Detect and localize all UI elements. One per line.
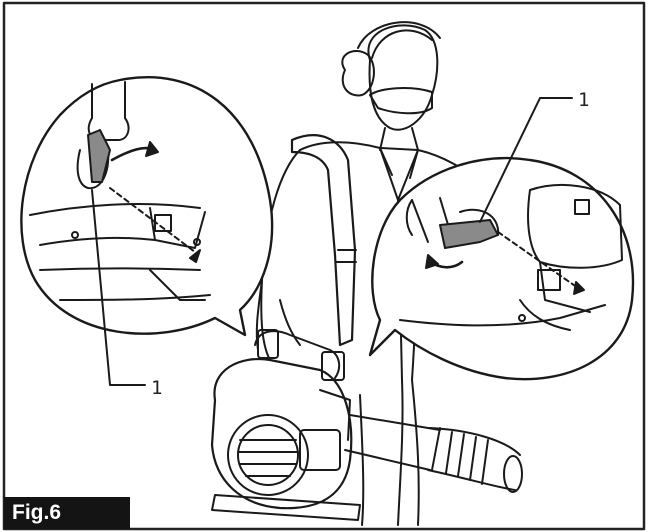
blower-unit — [210, 329, 523, 521]
goggles — [369, 87, 433, 115]
right-detail-bubble — [368, 156, 635, 381]
shoulder-strap — [290, 134, 357, 347]
left-detail-bubble — [20, 75, 274, 337]
ear-muff — [341, 50, 375, 97]
left-hook — [87, 129, 111, 183]
figure-label: Fig.6 — [4, 497, 130, 529]
callout-number-right: 1 — [578, 89, 590, 111]
leader-line-left — [91, 189, 146, 386]
callout-number-left: 1 — [151, 377, 163, 399]
blower-pipe — [344, 414, 441, 471]
leader-line-right — [479, 97, 573, 223]
